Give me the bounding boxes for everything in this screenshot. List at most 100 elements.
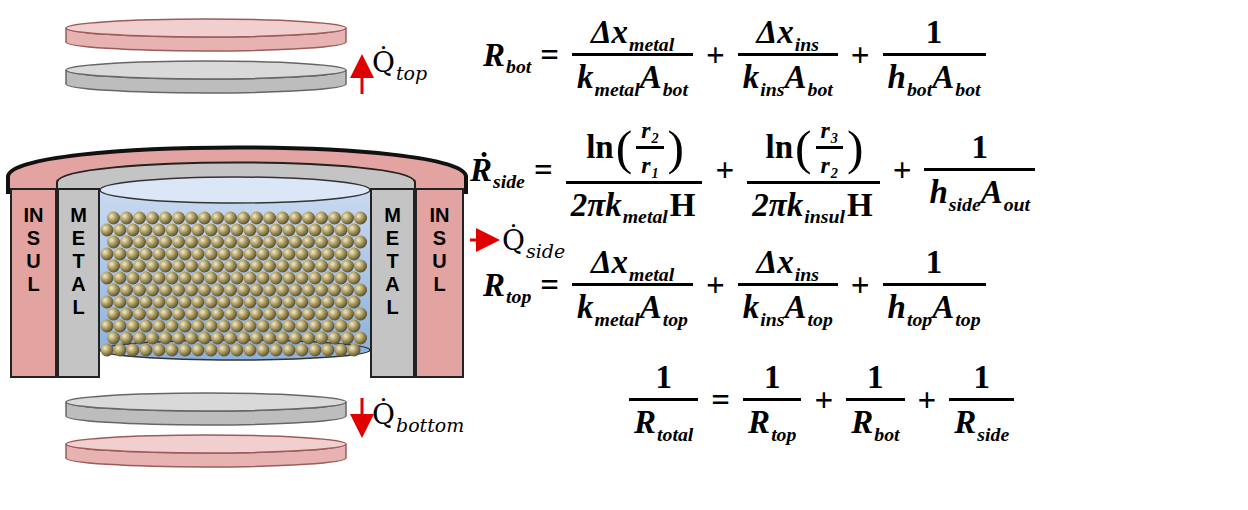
equation-subscript: 2 <box>831 165 838 181</box>
subscripted-symbol: Abot <box>784 59 832 96</box>
subscripted-symbol: Rbot <box>851 404 899 441</box>
sphere <box>120 236 133 249</box>
sphere <box>250 332 263 345</box>
equation-symbol: 1 <box>764 359 781 396</box>
numerator: Δxmetal <box>586 244 679 283</box>
equation-symbol: A <box>784 289 806 325</box>
equation-subscript: metal <box>623 205 668 227</box>
equation-symbol: h <box>929 174 947 210</box>
sphere <box>218 272 231 285</box>
sphere <box>114 272 127 285</box>
sphere <box>166 344 179 357</box>
sphere <box>257 320 270 333</box>
equation-symbol: R <box>748 404 770 440</box>
sphere <box>107 236 120 249</box>
subscripted-symbol: kins <box>743 59 785 96</box>
sphere <box>140 296 153 309</box>
sphere <box>231 272 244 285</box>
sphere <box>172 284 185 297</box>
denominator: Rtop <box>743 398 801 441</box>
sphere <box>354 212 367 225</box>
sphere <box>328 236 341 249</box>
heat-rate-symbol: Q̇ <box>372 398 395 431</box>
equation-symbol: + <box>715 152 734 189</box>
sphere <box>257 248 270 261</box>
sphere <box>133 260 146 273</box>
equation-symbol: 1 <box>974 359 991 396</box>
sphere <box>127 272 140 285</box>
equation-symbol: = <box>540 267 559 304</box>
sphere <box>335 272 348 285</box>
sphere <box>276 284 289 297</box>
equation-subscript: ins <box>795 33 819 55</box>
sphere <box>302 308 315 321</box>
subscripted-symbol: 2πkinsul <box>752 187 845 224</box>
subscripted-symbol: Abot <box>640 59 688 96</box>
sphere <box>315 332 328 345</box>
sphere <box>133 236 146 249</box>
equation-symbol: H <box>847 187 873 224</box>
sphere <box>270 344 283 357</box>
denominator: 2πkmetalH <box>566 181 703 224</box>
equation-symbol: 1 <box>867 359 884 396</box>
denominator: r2 <box>816 146 843 179</box>
subscripted-symbol: r1 <box>641 152 658 179</box>
equation-symbol: + <box>814 382 833 419</box>
sphere <box>244 320 257 333</box>
equation-symbol: R <box>851 404 873 440</box>
subscripted-symbol: htop <box>888 289 933 326</box>
denominator: 2πkinsulH <box>747 181 879 224</box>
fraction: 1hsideAout <box>924 129 1035 211</box>
equation-symbol: k <box>577 59 594 95</box>
sphere <box>185 308 198 321</box>
sphere <box>296 248 309 261</box>
sphere <box>185 212 198 225</box>
sphere <box>159 260 172 273</box>
denominator: kinsAbot <box>738 53 838 96</box>
heat-rate-label: Q̇bottom <box>372 398 464 431</box>
sphere <box>315 260 328 273</box>
equation-symbol: R <box>483 37 505 73</box>
sphere <box>302 284 315 297</box>
sphere <box>335 296 348 309</box>
sphere <box>211 212 224 225</box>
sphere <box>153 344 166 357</box>
sphere <box>263 236 276 249</box>
sphere <box>348 296 361 309</box>
numerator: 1 <box>648 359 679 398</box>
sphere <box>153 272 166 285</box>
sphere <box>237 212 250 225</box>
sphere <box>289 332 302 345</box>
fraction: 1Rbot <box>846 359 904 441</box>
sphere <box>140 272 153 285</box>
sphere <box>127 248 140 261</box>
sphere <box>283 320 296 333</box>
insulation-wall: INSUL <box>10 188 57 378</box>
equation-symbol: Δx <box>591 244 628 280</box>
sphere <box>224 332 237 345</box>
sphere <box>166 224 179 237</box>
sphere <box>257 344 270 357</box>
sphere <box>237 284 250 297</box>
sphere <box>328 332 341 345</box>
subscripted-symbol: hbot <box>888 59 933 96</box>
equation-symbol: k <box>577 289 594 325</box>
sphere <box>172 212 185 225</box>
sphere <box>322 296 335 309</box>
equation-subscript: total <box>657 423 693 445</box>
sphere <box>231 344 244 357</box>
numerator: ln(r3r2) <box>759 117 869 181</box>
equation-subscript: bot <box>663 78 688 100</box>
bottom-insulation-disk <box>66 435 346 467</box>
sphere <box>120 332 133 345</box>
heat-rate-symbol: Q̇ <box>372 46 395 79</box>
equation-symbol: 2πk <box>571 187 622 223</box>
sphere <box>283 248 296 261</box>
sphere <box>289 236 302 249</box>
numerator: Δxmetal <box>586 14 679 53</box>
sphere <box>270 320 283 333</box>
sphere <box>192 296 205 309</box>
numerator: r2 <box>636 117 663 146</box>
equation-subscript: 2 <box>651 130 658 146</box>
sphere <box>335 320 348 333</box>
